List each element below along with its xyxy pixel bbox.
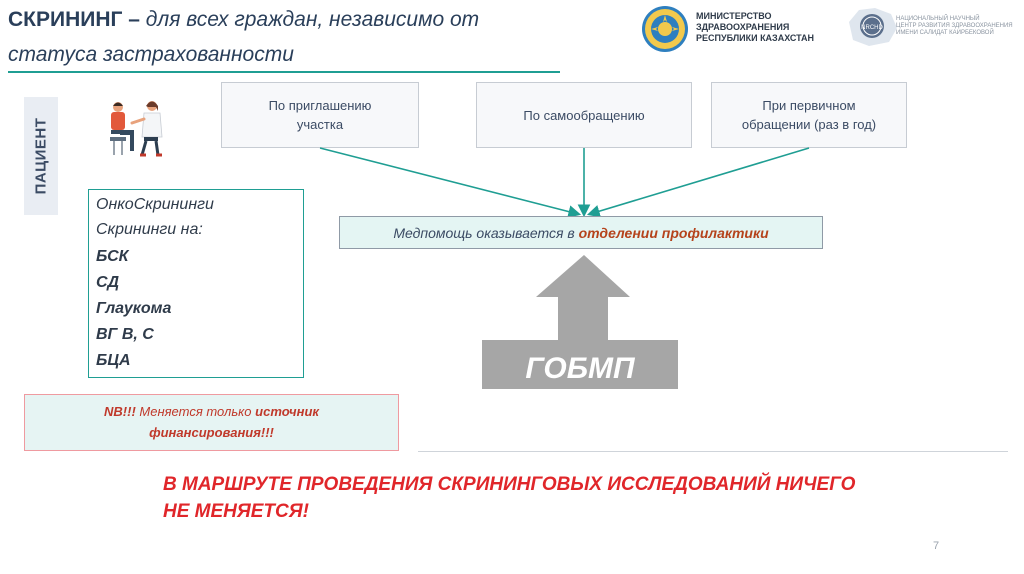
title-subtitle: статуса застрахованности: [8, 43, 294, 66]
screening-item-hepatitis: ВГ В, С: [96, 326, 154, 343]
screening-item-bsk: БСК: [96, 248, 129, 265]
source-invitation: По приглашению участка: [221, 82, 419, 148]
screening-item-bca: БЦА: [96, 352, 131, 369]
screening-item-sd: СД: [96, 274, 120, 291]
source-self-referral-line1: По самообращению: [523, 107, 645, 123]
arrow-from-primary-visit: [586, 147, 810, 218]
gobmp-block: [482, 340, 678, 389]
med-help-box: Медпомощь оказывается в отделении профил…: [339, 216, 823, 249]
med-help-highlight: отделении профилактики: [578, 224, 769, 241]
doctor-patient-illustration-icon: [110, 101, 163, 157]
nb-bold-word: источник: [255, 404, 319, 419]
ministry-line3: РЕСПУБЛИКИ КАЗАХСТАН: [696, 33, 815, 43]
center-line3: ИМЕНИ САЛИДАТ КАИРБЕКОВОЙ: [896, 30, 994, 36]
patient-label-box: [24, 97, 58, 215]
kazakhstan-emblem-icon: [642, 6, 688, 52]
nb-line2: финансирования!!!: [149, 425, 274, 440]
screening-item-header: Скрининги на:: [96, 221, 203, 238]
nb-middle: Меняется только: [135, 404, 256, 419]
nb-prefix: NB!!!: [104, 404, 136, 419]
title-italic: для всех граждан, независимо от: [145, 8, 480, 31]
conclusion-line1: В МАРШРУТЕ ПРОВЕДЕНИЯ СКРИНИНГОВЫХ ИССЛЕ…: [163, 474, 856, 495]
title-bold: СКРИНИНГ –: [8, 8, 140, 31]
source-invitation-line1: По приглашению: [268, 98, 372, 113]
title-underline: [8, 71, 560, 73]
ministry-line2: ЗДРАВООХРАНЕНИЯ: [696, 22, 790, 32]
ministry-name: МИНИСТЕРСТВО ЗДРАВООХРАНЕНИЯ РЕСПУБЛИКИ …: [696, 11, 814, 44]
page-number: 7: [933, 540, 940, 552]
screening-item-glaucoma: Глаукома: [96, 300, 172, 317]
nb-note: NB!!! Меняется только источник финансиро…: [24, 394, 399, 451]
divider-line: [418, 451, 1008, 452]
source-primary-visit: При первичном обращении (раз в год): [711, 82, 907, 148]
conclusion-line2: НЕ МЕНЯЕТСЯ!: [163, 501, 309, 522]
source-self-referral: По самообращению: [476, 82, 692, 148]
center-name: НАЦИОНАЛЬНЫЙ НАУЧНЫЙ ЦЕНТР РАЗВИТИЯ ЗДРА…: [896, 16, 1013, 37]
source-invitation-line2: участка: [296, 117, 344, 132]
screening-list-box: [88, 189, 304, 378]
gobmp-label: ГОБМП: [525, 352, 636, 385]
center-line2: ЦЕНТР РАЗВИТИЯ ЗДРАВООХРАНЕНИЯ: [896, 23, 1013, 29]
center-line1: НАЦИОНАЛЬНЫЙ НАУЧНЫЙ: [896, 16, 980, 22]
source-primary-visit-line1: При первичном: [762, 98, 856, 113]
page-title: СКРИНИНГ – для всех граждан, независимо …: [8, 8, 479, 32]
source-primary-visit-line2: обращении (раз в год): [741, 117, 877, 132]
conclusion-text: В МАРШРУТЕ ПРОВЕДЕНИЯ СКРИНИНГОВЫХ ИССЛЕ…: [163, 471, 963, 525]
arrow-from-invitation: [319, 147, 582, 218]
med-help-prefix: Медпомощь оказывается в: [393, 224, 579, 241]
up-arrow-icon: [536, 255, 630, 340]
ministry-line1: МИНИСТЕРСТВО: [696, 11, 772, 21]
screening-item-onco: ОнкоСкрининги: [96, 196, 214, 213]
center-logo-text: NRCHD: [861, 25, 883, 31]
nrchd-logo-icon: NRCHD: [849, 8, 897, 46]
